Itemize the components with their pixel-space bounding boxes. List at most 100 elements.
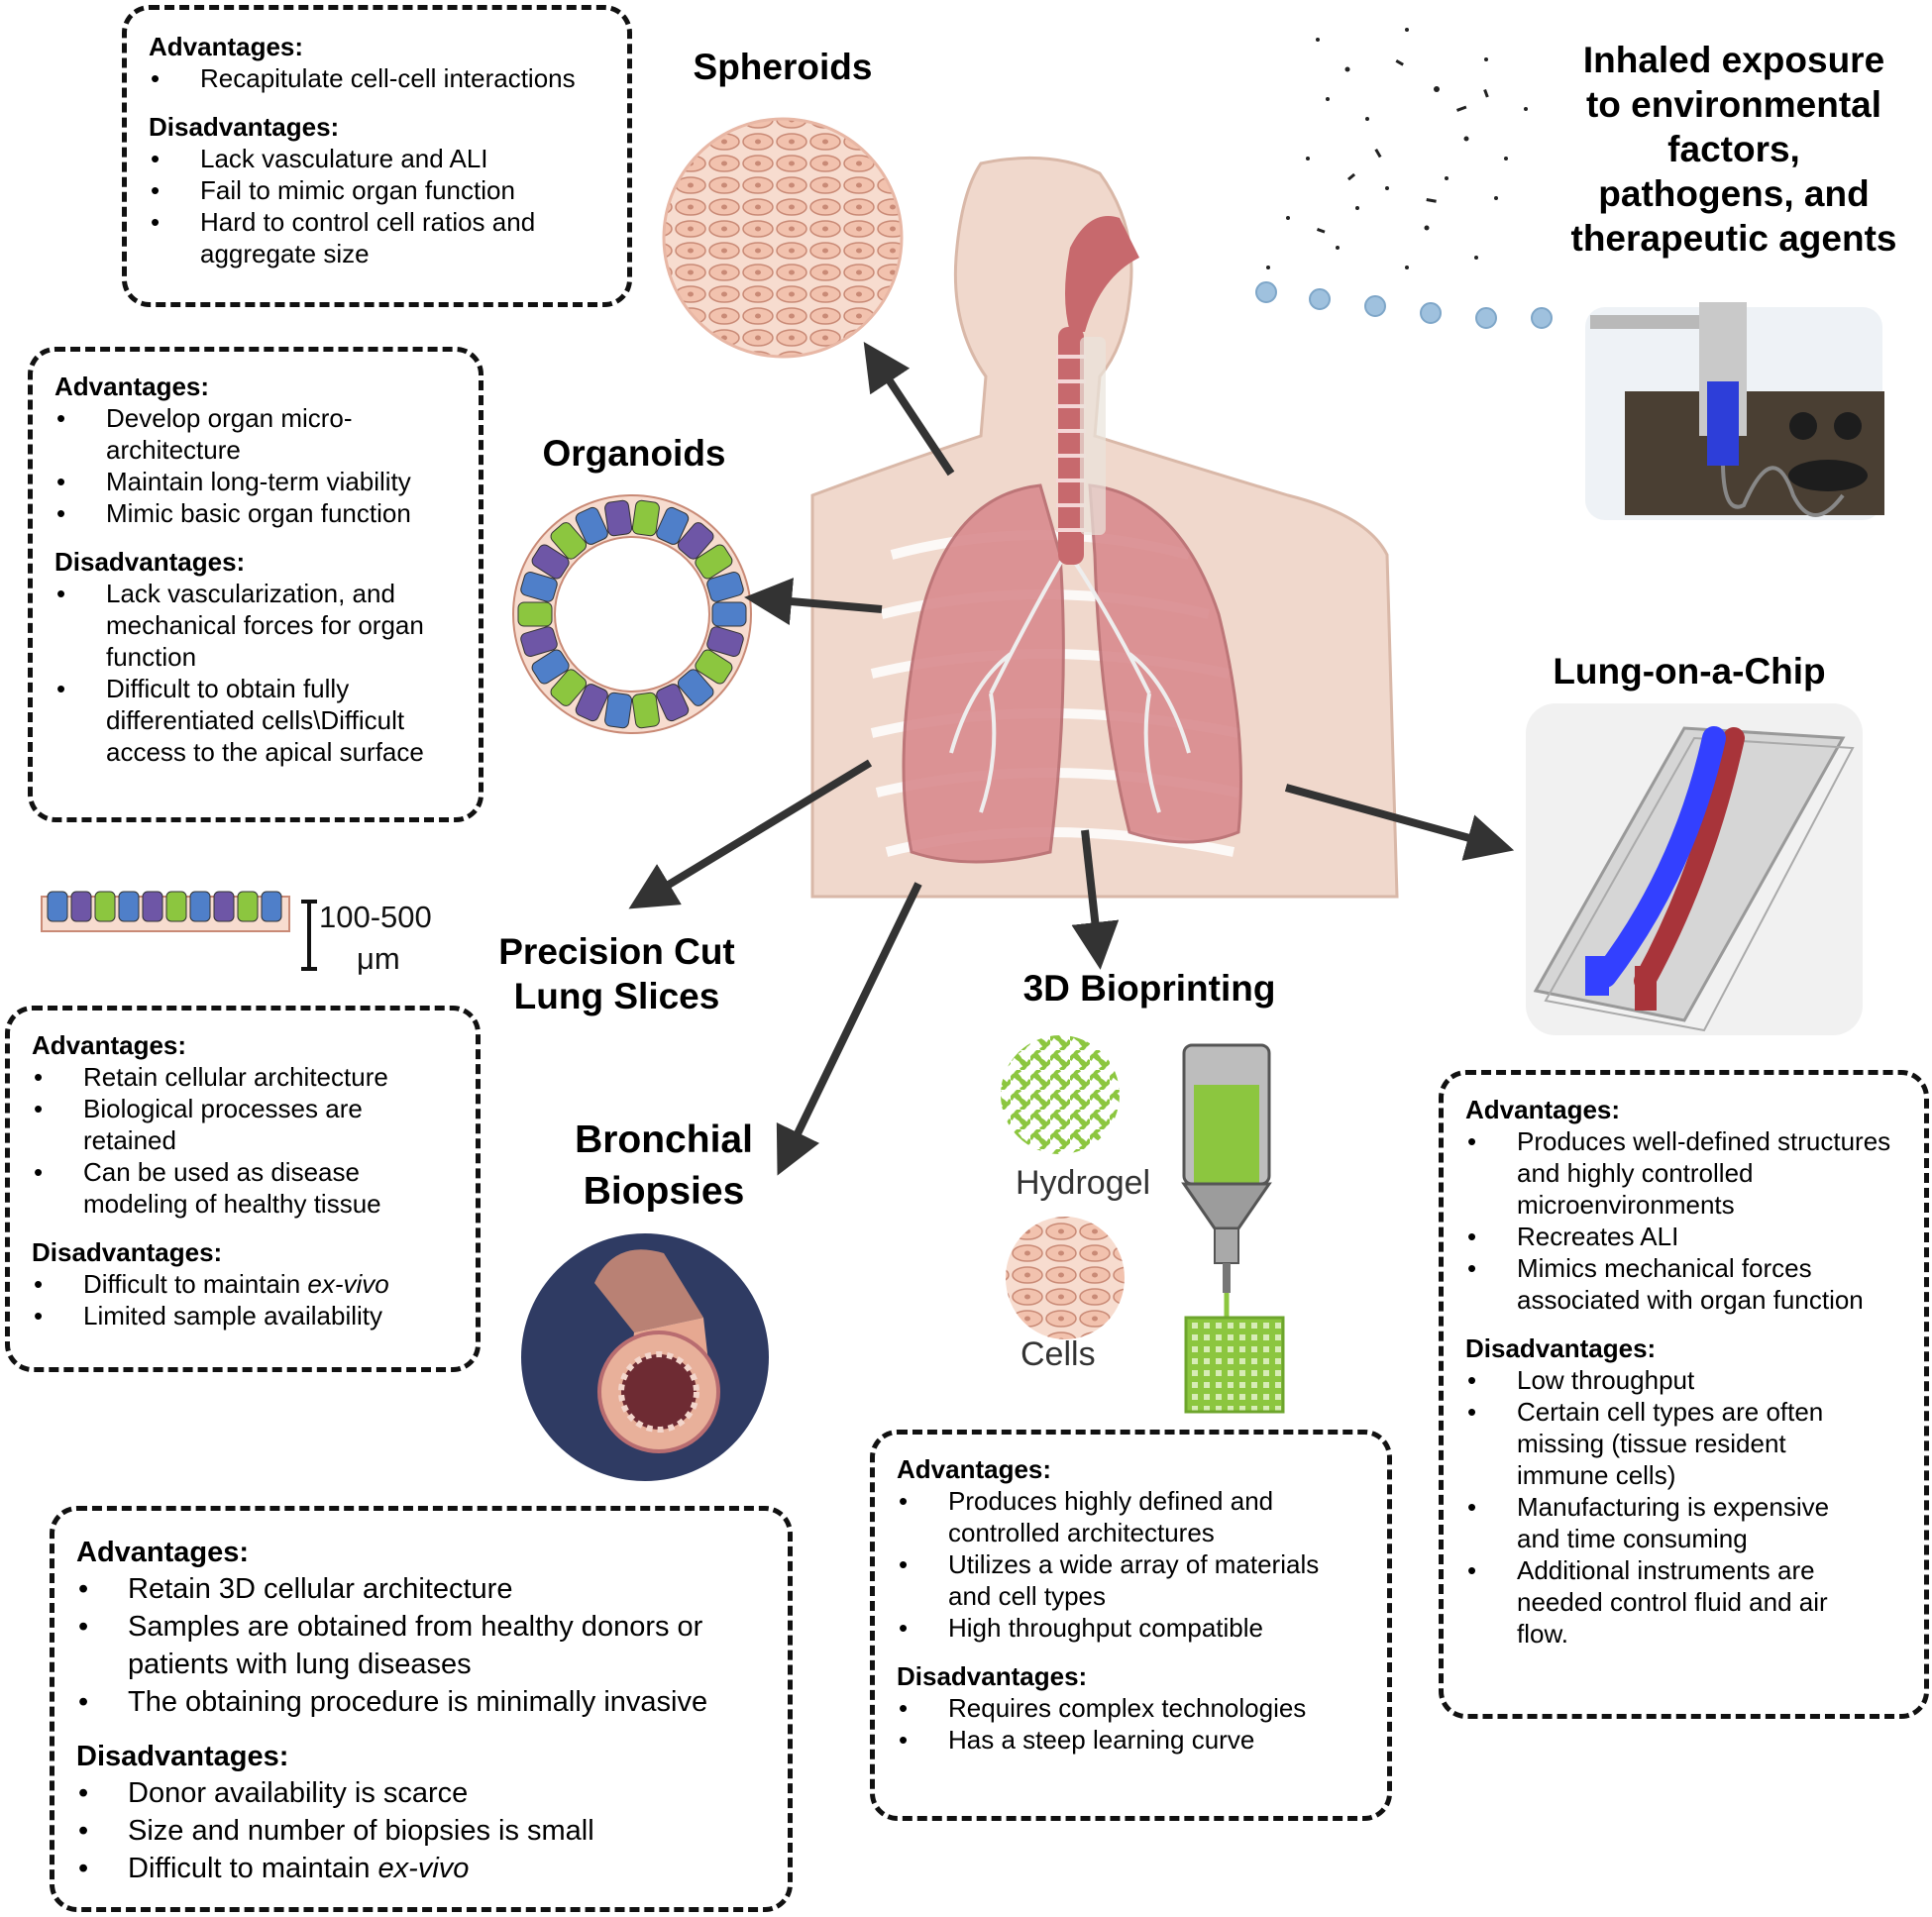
bronchial-dis-3-emphasis: ex-vivo [377,1853,470,1884]
spheroids-advantages-list: Recapitulate cell-cell interactions [149,62,605,94]
pcls-title: Precision Cut Lung Slices [485,929,748,1018]
lung-chip-title: Lung-on-a-Chip [1553,651,1826,692]
exposure-device-illustration [1585,302,1884,520]
list-item: Fail to mimic organ function [149,174,605,206]
organoid-cell [711,601,747,627]
list-item: Samples are obtained from healthy donors… [76,1608,766,1683]
organoid-cell [677,669,714,706]
arrow-to-pcls [628,759,873,909]
list-item: Difficult to obtain fully differentiated… [54,673,433,768]
aerosol-droplets [1255,281,1553,329]
bioprinting-advantages-list: Produces highly defined and controlled a… [897,1485,1365,1644]
slice-cell [94,891,116,922]
list-item: High throughput compatible [897,1612,1365,1644]
slice-cell [189,891,211,922]
list-item: Recapitulate cell-cell interactions [149,62,605,94]
list-item: Limited sample availability [32,1300,454,1331]
particle-cloud [1266,28,1528,269]
list-item: Retain cellular architecture [32,1061,454,1093]
list-item: Develop organ micro-architecture [54,402,393,466]
list-item: Recreates ALI [1465,1221,1902,1252]
left-lung [1088,483,1242,844]
organoid-cell [517,601,553,627]
right-lung [902,483,1065,864]
organoid-cell [531,544,570,580]
slice-cell [118,891,140,922]
bioprinting-title: 3D Bioprinting [1022,968,1276,1009]
list-item: Produces well-defined structures and hig… [1465,1125,1903,1221]
organoid-cell [706,572,744,602]
slice-cell [165,891,187,922]
organoid-cell [604,499,633,537]
slice-cell [142,891,163,922]
organoid-cell [575,506,608,545]
arrow-to-lung-chip [1284,784,1515,861]
bioprinting-disadvantages-list: Requires complex technologies Has a stee… [897,1692,1365,1756]
list-item: Difficult to maintain ex-vivo [76,1850,766,1887]
hydrogel-label: Hydrogel [1016,1164,1151,1202]
chip-disadvantages-list: Low throughput Certain cell types are of… [1465,1364,1902,1650]
human-torso-illustration [810,156,1399,899]
bioprinting-advantages-heading: Advantages: [897,1454,1052,1484]
lung-slice-illustration [41,891,317,971]
organoid-cell [631,499,660,537]
list-item: Manufacturing is expensive and time cons… [1465,1491,1874,1554]
organoid-cell [550,669,588,706]
pcls-advantages-list: Retain cellular architecture Biological … [32,1061,454,1220]
bronchial-biopsy-illustration [521,1233,769,1481]
organoid-cell [520,572,558,602]
organoid-cell [656,506,690,545]
list-item: Utilizes a wide array of materials and c… [897,1548,1364,1612]
chip-advantages-heading: Advantages: [1465,1095,1621,1124]
slice-cell [261,891,282,922]
chip-disadvantages-heading: Disadvantages: [1465,1333,1657,1363]
inhaled-exposure-title: Inhaled exposure to environmental factor… [1546,38,1922,261]
organoid-cell [550,522,588,560]
list-item: Donor availability is scarce [76,1774,766,1812]
list-item: Hard to control cell ratios and aggregat… [149,206,557,269]
organoid-illustration [512,494,752,734]
bronchial-disadvantages-heading: Disadvantages: [76,1741,289,1772]
list-item: Certain cell types are often missing (ti… [1465,1396,1874,1491]
inhaled-line-3: factors, [1667,129,1800,169]
list-item: Additional instruments are needed contro… [1465,1554,1854,1650]
organoid-cell [695,649,733,685]
slice-cell [237,891,259,922]
inhaled-line-2: to environmental [1585,84,1882,125]
arrow-to-bronchial [776,882,922,1176]
spheroids-title: Spheroids [693,47,873,87]
list-item: Mimic basic organ function [54,497,457,529]
arrow-to-organoids [744,578,883,625]
spheroids-disadvantages-list: Lack vasculature and ALI Fail to mimic o… [149,143,605,269]
slice-cell [213,891,235,922]
pcls-title-line1: Precision Cut [498,931,735,972]
list-item: Retain 3D cellular architecture [76,1570,766,1608]
bronchial-dis-3-text: Difficult to maintain [128,1853,378,1884]
arrow-to-spheroids [863,342,955,477]
slice-cell [47,891,68,922]
list-item: Produces highly defined and controlled a… [897,1485,1325,1548]
list-item: Mimics mechanical forces associated with… [1465,1252,1903,1316]
spheroid-illustration [662,117,904,359]
bronchial-proscons-box: Advantages: Retain 3D cellular architect… [50,1506,793,1912]
organoid-cell [656,684,690,722]
pcls-disadvantages-heading: Disadvantages: [32,1237,223,1267]
organoid-cell [631,692,660,729]
scale-unit-label: μm [357,941,400,976]
organoid-cell [706,626,744,657]
pcls-advantages-heading: Advantages: [32,1030,187,1060]
organoid-cell [695,544,733,580]
bioprinting-illustration [1001,1035,1285,1414]
list-item: Low throughput [1465,1364,1902,1396]
spheroids-proscons-box: Advantages: Recapitulate cell-cell inter… [122,5,632,307]
lung-chip-proscons-box: Advantages: Produces well-defined struct… [1439,1070,1929,1719]
bioprinting-proscons-box: Advantages: Produces highly defined and … [870,1430,1392,1821]
list-item: The obtaining procedure is minimally inv… [76,1683,766,1721]
organoid-cell [531,649,570,685]
organoid-cell [677,522,714,560]
organoid-cell [575,684,608,722]
organoids-disadvantages-heading: Disadvantages: [54,547,246,577]
list-item: Biological processes are retained [32,1093,420,1156]
list-item: Size and number of biopsies is small [76,1812,766,1850]
